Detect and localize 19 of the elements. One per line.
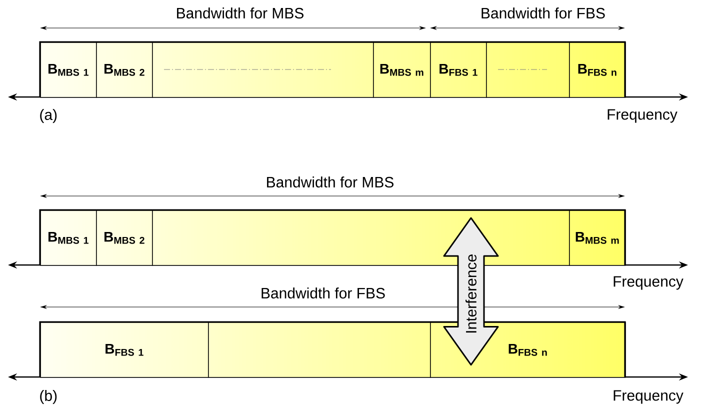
frequency-block: $\mathbf{B}_{\mathbf{MBS\ 1}}$ (40, 42, 97, 98)
frequency-block: $\mathbf{B}_{\mathbf{FBS\ 1}}$ (430, 42, 487, 98)
frequency-block: $\mathbf{B}_{\mathbf{FBS\ 1}}$ (40, 322, 209, 378)
bandwidth-label: Bandwidth for FBS (482, 8, 605, 18)
panel-label: (a) (40, 109, 57, 123)
axis-label: Frequency (608, 109, 678, 123)
frequency-block (486, 42, 570, 98)
bandwidth-label: Bandwidth for MBS (267, 176, 394, 188)
bandwidth-label: Bandwidth for FBS (262, 287, 385, 298)
axis-label: Frequency (614, 390, 684, 404)
frequency-block: $\mathbf{B}_{\mathbf{FBS\ n}}$ (569, 42, 626, 98)
frequency-block: $\mathbf{B}_{\mathbf{MBS\ 1}}$ (40, 210, 97, 266)
frequency-block: $\mathbf{B}_{\mathbf{MBS\ m}}$ (373, 42, 431, 98)
frequency-block: $\mathbf{B}_{\mathbf{MBS\ m}}$ (569, 210, 626, 266)
frequency-block: $\mathbf{B}_{\mathbf{MBS\ 2}}$ (96, 210, 153, 266)
bandwidth-label: Bandwidth for MBS (177, 8, 304, 18)
frequency-block (208, 322, 431, 378)
axis-label: Frequency (614, 276, 684, 290)
frequency-block: $\mathbf{B}_{\mathbf{MBS\ 2}}$ (96, 42, 153, 98)
